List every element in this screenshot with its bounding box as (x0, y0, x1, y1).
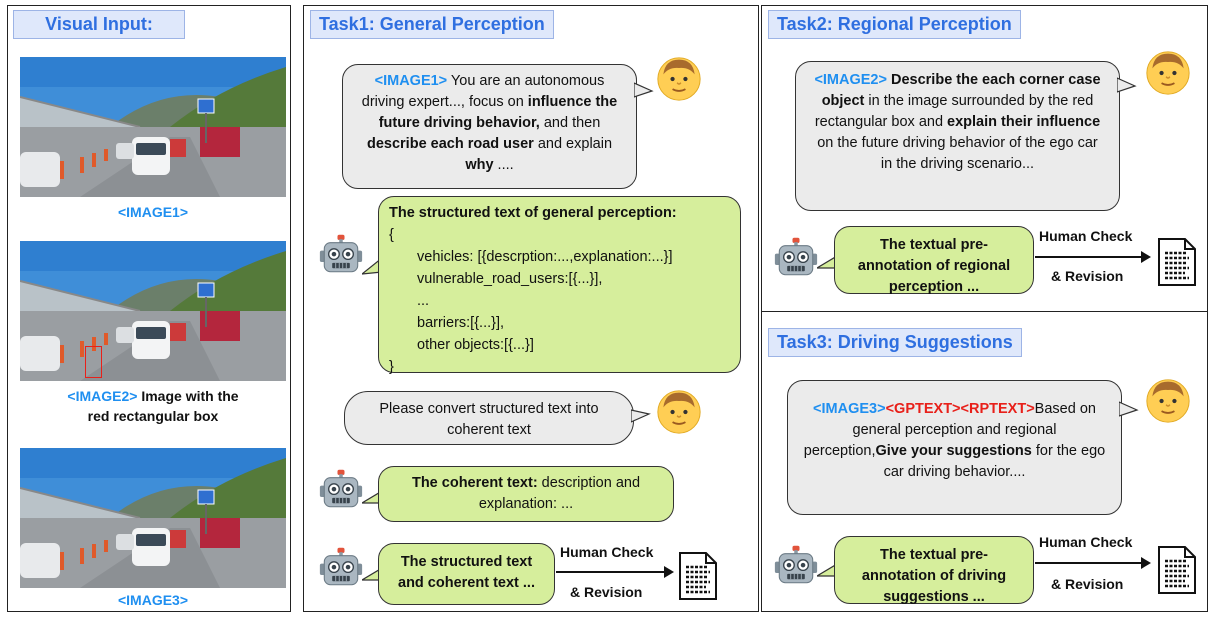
visual-input-title: Visual Input: (13, 10, 185, 39)
task3-prompt-bubble: <IMAGE3><GPTEXT><RPTEXT>Based on general… (787, 380, 1122, 515)
structured-line: vulnerable_road_users:[{...}], (417, 271, 603, 287)
bubble-tail (817, 564, 837, 577)
human-check-label: Human Check (1039, 228, 1133, 244)
prompt-text: for the ego car driving behavior.... (883, 443, 1106, 480)
task2-prompt-bubble: <IMAGE2> Describe the each corner case o… (795, 61, 1120, 211)
image2-caption-line2: red rectangular box (87, 408, 219, 424)
person-icon (656, 389, 702, 435)
revision-arrow (1035, 557, 1151, 569)
task2-panel: Task2: Regional Perception <IMAGE2> Desc… (761, 5, 1208, 312)
task1-prompt-bubble: <IMAGE1> You are an autonomous driving e… (342, 64, 637, 189)
image1-label: <IMAGE1> (117, 204, 189, 220)
prompt-bold: explain their influence (947, 114, 1101, 130)
document-icon (1157, 544, 1197, 596)
person-icon (1145, 50, 1191, 96)
bubble-tail (1119, 401, 1139, 417)
robot-icon (774, 236, 818, 280)
robot-icon (319, 233, 363, 277)
structured-line: barriers:[{...}], (417, 315, 505, 331)
structured-line: vehicles: [{descrption:...,explanation:.… (417, 249, 673, 265)
coherent-text-bubble: The coherent text: description and expla… (378, 466, 674, 522)
human-check-label: Human Check (560, 544, 654, 560)
person-icon (656, 56, 702, 102)
image1-tag: <IMAGE1> (374, 73, 448, 89)
structured-line: { (389, 227, 394, 243)
revision-label: & Revision (1051, 268, 1124, 284)
structured-heading: The structured text of general perceptio… (389, 205, 677, 221)
robot-icon (774, 544, 818, 588)
coherent-bold: The coherent text: (411, 475, 538, 491)
driving-image-2 (20, 241, 286, 381)
revision-label: & Revision (570, 584, 643, 600)
image2-tag: <IMAGE2> (67, 388, 138, 404)
prompt-text: in the image surrounded by the red recta… (814, 93, 1094, 130)
robot-icon (319, 546, 363, 590)
bubble-tail (362, 491, 382, 504)
revision-arrow (1035, 251, 1151, 263)
prompt-bold: Give your suggestions (875, 443, 1032, 459)
image3-label: <IMAGE3> (117, 592, 189, 608)
structured-line: } (389, 359, 394, 375)
structured-line: other objects:[{...}] (417, 337, 534, 353)
revision-label: & Revision (1051, 576, 1124, 592)
task3-title: Task3: Driving Suggestions (768, 328, 1022, 357)
person-icon (1145, 378, 1191, 424)
bubble-tail (631, 409, 651, 423)
document-icon (1157, 236, 1197, 288)
prompt-bold: why (465, 157, 494, 173)
task2-output-bubble: The textual pre-annotation of regional p… (834, 226, 1034, 295)
task1-output-bubble: The structured text and coherent text ..… (378, 543, 555, 605)
rptext-tag: <RPTEXT> (960, 401, 1035, 417)
document-icon (678, 550, 718, 602)
prompt-text: and explain (533, 136, 613, 152)
driving-image-3 (20, 448, 286, 588)
convert-prompt-bubble: Please convert structured text into cohe… (344, 391, 634, 445)
task1-title: Task1: General Perception (310, 10, 554, 39)
image2-tag: <IMAGE2> (814, 72, 887, 88)
prompt-bold: Describe the each corner case object (821, 72, 1101, 109)
task3-panel: Task3: Driving Suggestions <IMAGE3><GPTE… (761, 311, 1208, 612)
revision-arrow (556, 566, 674, 578)
prompt-text: You are an autonomous driving expert...,… (361, 73, 605, 110)
prompt-text: Based on general perception and regional… (803, 401, 1096, 459)
corner-case-red-box (85, 346, 102, 378)
image2-caption-rest: Image with the (137, 388, 239, 404)
prompt-text: on the future driving behavior of the eg… (817, 135, 1098, 172)
prompt-bold: describe each road user (366, 136, 534, 152)
bubble-tail (362, 568, 382, 581)
coherent-rest: description and explanation: ... (478, 475, 641, 512)
image3-tag: <IMAGE3> (813, 401, 886, 417)
prompt-text: and then (539, 115, 601, 131)
bubble-tail (362, 258, 382, 275)
task2-title: Task2: Regional Perception (768, 10, 1021, 39)
prompt-bold: influence the future driving behavior, (378, 94, 618, 131)
human-check-label: Human Check (1039, 534, 1133, 550)
image2-caption: <IMAGE2> Image with the red rectangular … (20, 386, 286, 426)
bubble-tail (817, 256, 837, 269)
visual-input-panel: Visual Input: <IMAGE1> <IMAGE2> Image wi… (7, 5, 291, 612)
structured-line: ... (417, 293, 430, 309)
robot-icon (319, 468, 363, 512)
structured-text-bubble: The structured text of general perceptio… (378, 196, 741, 375)
task3-output-bubble: The textual pre-annotation of driving su… (834, 536, 1034, 605)
gptext-tag: <GPTEXT> (885, 401, 961, 417)
bubble-tail (634, 82, 654, 98)
driving-image-1 (20, 57, 286, 197)
bubble-tail (1117, 77, 1137, 93)
task1-panel: Task1: General Perception <IMAGE1> You a… (303, 5, 759, 612)
prompt-text: .... (493, 157, 514, 173)
